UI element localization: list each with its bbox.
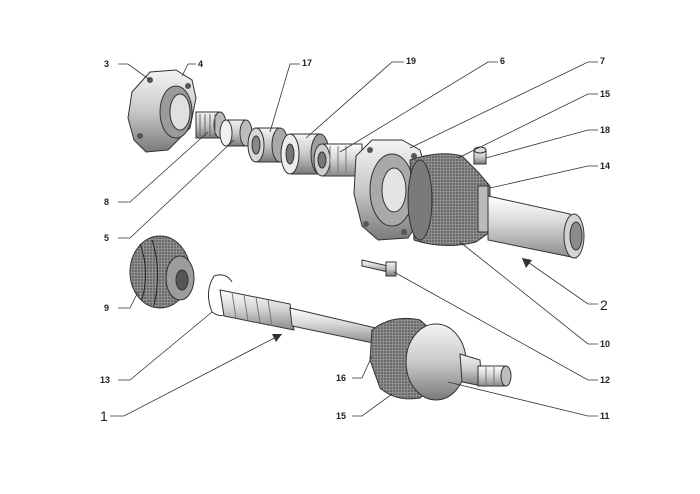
output-stub (477, 365, 512, 387)
upper-boot (407, 153, 491, 246)
callout-18: 18 (600, 125, 610, 135)
callout-1: 1 (100, 408, 108, 424)
callout-19: 19 (406, 56, 416, 66)
bushing-ring (219, 119, 253, 147)
callout-17: 17 (302, 58, 312, 68)
cv-joint-boot (369, 317, 483, 401)
leader-lines (110, 61, 598, 417)
callout-4: 4 (198, 59, 203, 69)
callout-15-upper: 15 (600, 89, 610, 99)
lower-splined-shaft (219, 289, 379, 345)
callout-2: 2 (600, 297, 608, 313)
ball-bearing (247, 127, 289, 163)
callout-15-lower: 15 (336, 411, 346, 421)
callout-13: 13 (100, 375, 110, 385)
upper-shaft-tube (487, 195, 585, 259)
callout-5: 5 (104, 233, 109, 243)
callout-10: 10 (600, 339, 610, 349)
callout-9: 9 (104, 303, 109, 313)
callout-16: 16 (336, 373, 346, 383)
callout-11: 11 (600, 411, 610, 421)
callout-3: 3 (104, 59, 109, 69)
splined-stub (313, 143, 363, 177)
callout-12: 12 (600, 375, 610, 385)
rubber-cushion (129, 235, 195, 309)
callout-14: 14 (600, 161, 610, 171)
bearing-housing (127, 69, 197, 153)
callout-7: 7 (600, 56, 605, 66)
bolt (361, 259, 397, 277)
callout-8: 8 (104, 197, 109, 207)
callout-6: 6 (500, 56, 505, 66)
